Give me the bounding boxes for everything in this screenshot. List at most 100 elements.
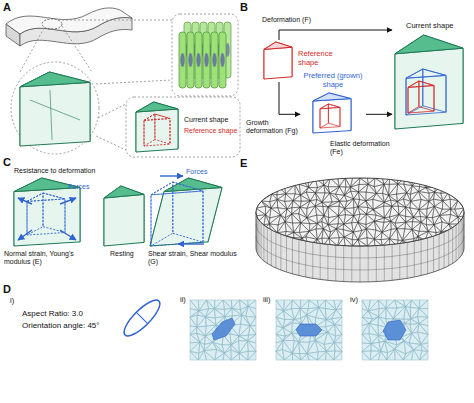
aspect-ellipse — [119, 295, 164, 340]
mesh-line — [263, 225, 264, 261]
parameter-text-holder: Aspect Ratio: 3.0 — [22, 309, 83, 318]
edge-label: Elastic deformation (Fe) — [330, 140, 404, 156]
mesh-line — [452, 227, 453, 263]
mesh-line — [335, 245, 336, 281]
mesh-line — [298, 240, 299, 276]
force-arrow — [18, 198, 32, 204]
panel-letter-holder: C — [3, 156, 11, 169]
tissue-top — [256, 178, 464, 246]
prism-face — [320, 104, 328, 128]
mesh-line — [267, 227, 268, 263]
prism-face — [27, 193, 43, 235]
prism-top — [395, 35, 463, 54]
force-label-holder: Forces — [186, 168, 207, 176]
zoom-outline — [11, 62, 99, 154]
mesh — [256, 178, 464, 246]
panel-letter: C — [3, 156, 11, 169]
prism-face — [320, 108, 340, 129]
mesh-line — [271, 230, 272, 266]
mesh-line — [433, 236, 434, 272]
sub-label-holder: iv) — [350, 296, 358, 305]
cell-nucleus — [220, 53, 224, 67]
force-arrow — [60, 230, 76, 240]
mesh-line — [407, 242, 408, 278]
prism-face — [151, 191, 203, 246]
mesh-line — [421, 240, 422, 276]
mesh-line — [458, 223, 459, 259]
strain-label-holder: Normal strain, Young's modulus (E) — [4, 250, 100, 266]
parameter-text-holder: Orientation angle: 45° — [22, 321, 99, 330]
prism-face — [104, 194, 144, 246]
zoom-leader — [62, 20, 172, 21]
panel-a-illustration — [6, 8, 240, 157]
cell-column — [195, 32, 202, 88]
shape-label: Preferred (grown) shape — [300, 72, 366, 89]
prism-top — [408, 81, 434, 87]
cell-column — [203, 32, 210, 88]
shape-illustration — [312, 92, 354, 134]
panel-letter: D — [3, 283, 11, 296]
strain-label: Normal strain, Young's modulus (E) — [4, 250, 100, 266]
zoom-outline — [126, 97, 240, 157]
mesh-line — [351, 246, 352, 282]
zoom-outline — [42, 19, 62, 29]
mesh-line — [261, 223, 262, 259]
prism-face — [144, 114, 155, 146]
mesh-line — [444, 232, 445, 268]
shape-label: Current shape — [184, 116, 228, 124]
panel-letter-holder: D — [3, 283, 11, 296]
mesh-line — [360, 246, 361, 282]
strain-label-holder: Shear strain, Shear modulus (G) — [148, 250, 240, 266]
prism-top — [406, 69, 446, 78]
strain-label: Shear strain, Shear modulus (G) — [148, 250, 240, 266]
highlighted-cell — [296, 324, 322, 336]
edge-label: Deformation (F) — [262, 16, 311, 24]
panel-d-illustration — [119, 295, 428, 360]
mesh-line — [280, 234, 281, 270]
prism-face — [20, 82, 90, 146]
mesh-line — [463, 215, 464, 251]
sub-label: ii) — [180, 296, 186, 305]
mesh-line — [368, 246, 369, 282]
strain-label: Resting — [110, 250, 134, 258]
prism-top — [320, 104, 340, 109]
mesh-line — [258, 220, 259, 256]
mesh-line — [286, 236, 287, 272]
prism-top — [27, 193, 65, 201]
connector-arrow — [279, 30, 392, 40]
parameter-text: Orientation angle: 45° — [22, 321, 99, 330]
panel-letter: A — [3, 1, 11, 14]
prism-face — [264, 47, 292, 79]
prism-face — [408, 81, 419, 113]
mesh-line — [461, 220, 462, 256]
force-label-holder: Forces — [68, 183, 89, 191]
prism-face — [155, 114, 170, 144]
mesh-line — [305, 241, 306, 277]
mesh-line — [275, 232, 276, 268]
force-arrow — [60, 198, 76, 204]
prism-top — [313, 93, 351, 101]
prism-face — [150, 188, 222, 247]
prism-face — [14, 188, 80, 247]
cell-column — [211, 32, 218, 88]
note-text-holder: Resistance to deformation — [14, 167, 95, 175]
note-text: Resistance to deformation — [14, 167, 95, 175]
zoom-leader — [96, 80, 172, 84]
panel-e-illustration — [256, 178, 464, 282]
sub-label: i) — [10, 297, 14, 306]
minor-axis — [136, 312, 147, 323]
mesh-line — [414, 241, 415, 277]
prism-top — [264, 42, 292, 49]
edge-label-holder: Elastic deformation (Fe) — [330, 140, 404, 156]
prism-face — [151, 182, 173, 246]
edge-label-holder: Deformation (F) — [262, 16, 311, 24]
prism-face — [406, 69, 423, 115]
prism-top — [144, 114, 170, 120]
mesh-line — [399, 243, 400, 279]
sub-label-holder: ii) — [180, 296, 186, 305]
force-arrow — [18, 230, 32, 240]
cell-edge — [30, 100, 80, 120]
shape-label-holder: Reference shape — [184, 127, 237, 135]
shape-label: Reference shape — [298, 40, 340, 67]
sub-label-holder: iii) — [263, 296, 271, 305]
